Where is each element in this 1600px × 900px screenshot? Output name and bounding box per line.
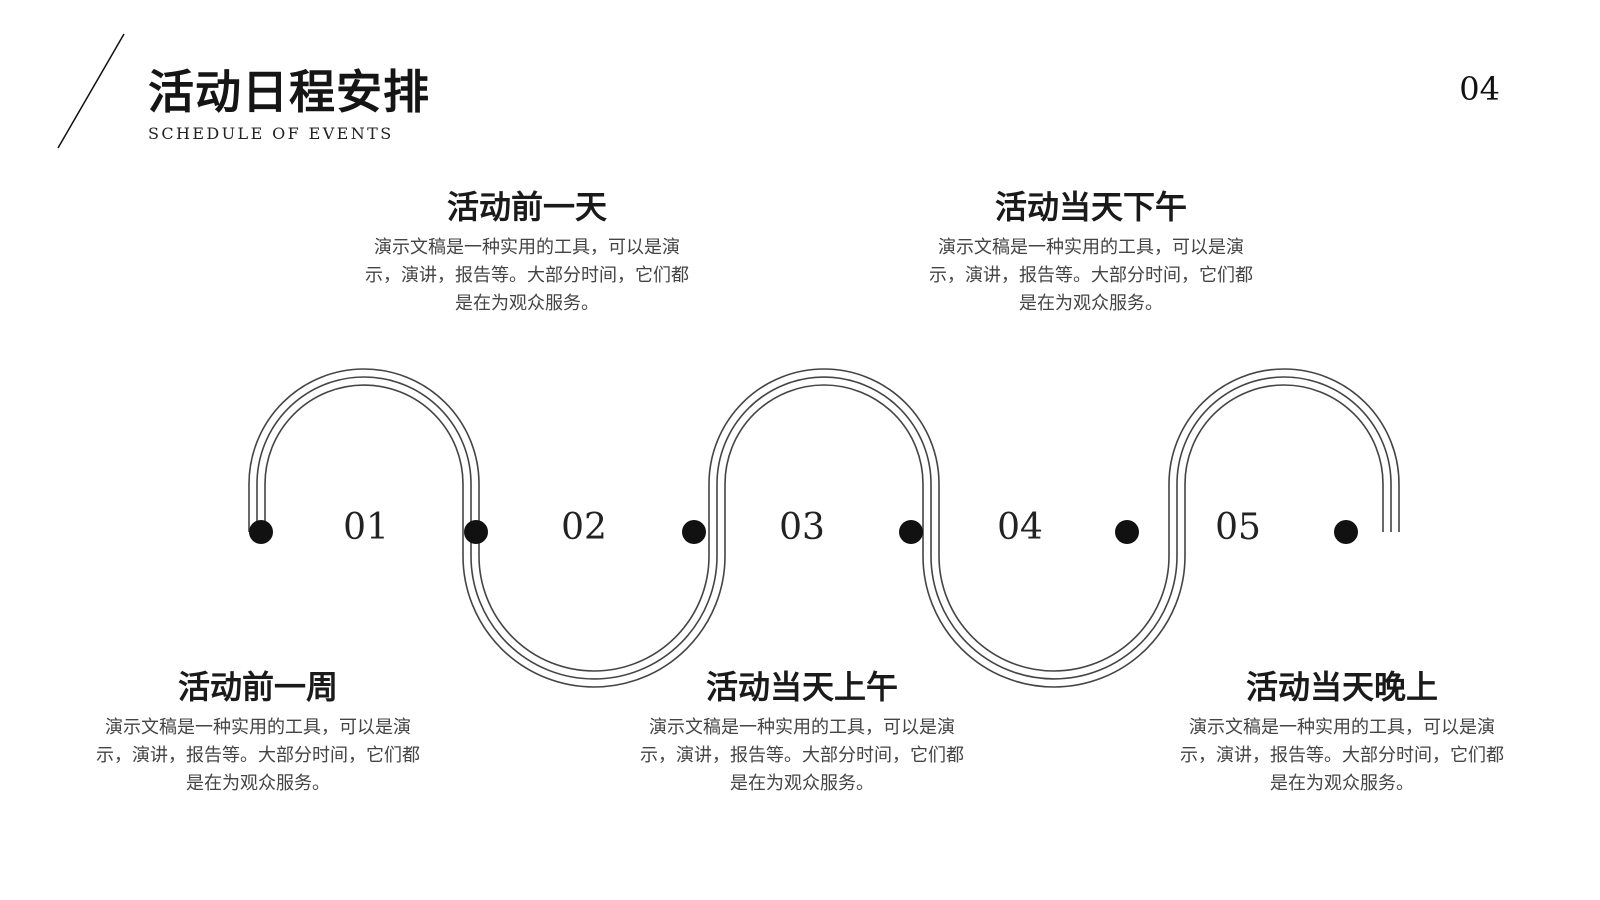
event-description: 演示文稿是一种实用的工具，可以是演示，演讲，报告等。大部分时间，它们都是在为观众…: [96, 717, 420, 795]
event-description: 演示文稿是一种实用的工具，可以是演示，演讲，报告等。大部分时间，它们都是在为观众…: [640, 717, 964, 795]
event-title: 活动前一周: [177, 668, 338, 706]
timeline-dot-6: [1334, 520, 1358, 544]
page-subtitle: SCHEDULE OF EVENTS: [148, 124, 394, 143]
event-title: 活动当天下午: [994, 188, 1187, 226]
step-number-05: 05: [1215, 507, 1261, 548]
wave-lines: [248, 368, 1400, 688]
step-number-02: 02: [561, 507, 607, 548]
event-title: 活动前一天: [446, 188, 607, 226]
step-number-03: 03: [779, 507, 825, 548]
event-day-before: 活动前一天 演示文稿是一种实用的工具，可以是演示，演讲，报告等。大部分时间，它们…: [347, 188, 707, 318]
timeline-dot-5: [1115, 520, 1139, 544]
step-number-04: 04: [997, 507, 1043, 548]
event-morning: 活动当天上午 演示文稿是一种实用的工具，可以是演示，演讲，报告等。大部分时间，它…: [622, 668, 982, 798]
timeline-dot-4: [899, 520, 923, 544]
step-number-01: 01: [343, 507, 389, 548]
timeline-dot-3: [682, 520, 706, 544]
timeline-dot-1: [249, 520, 273, 544]
page-title: 活动日程安排: [148, 65, 430, 119]
event-afternoon: 活动当天下午 演示文稿是一种实用的工具，可以是演示，演讲，报告等。大部分时间，它…: [911, 188, 1271, 318]
event-description: 演示文稿是一种实用的工具，可以是演示，演讲，报告等。大部分时间，它们都是在为观众…: [1180, 717, 1504, 795]
event-title: 活动当天晚上: [1245, 668, 1438, 706]
event-title: 活动当天上午: [705, 668, 898, 706]
page-number: 04: [1459, 70, 1500, 108]
timeline-dot-2: [464, 520, 488, 544]
event-evening: 活动当天晚上 演示文稿是一种实用的工具，可以是演示，演讲，报告等。大部分时间，它…: [1162, 668, 1522, 798]
event-description: 演示文稿是一种实用的工具，可以是演示，演讲，报告等。大部分时间，它们都是在为观众…: [929, 237, 1253, 315]
event-week-before: 活动前一周 演示文稿是一种实用的工具，可以是演示，演讲，报告等。大部分时间，它们…: [78, 668, 438, 798]
event-description: 演示文稿是一种实用的工具，可以是演示，演讲，报告等。大部分时间，它们都是在为观众…: [365, 237, 689, 315]
header-slash-decoration: [57, 33, 125, 149]
